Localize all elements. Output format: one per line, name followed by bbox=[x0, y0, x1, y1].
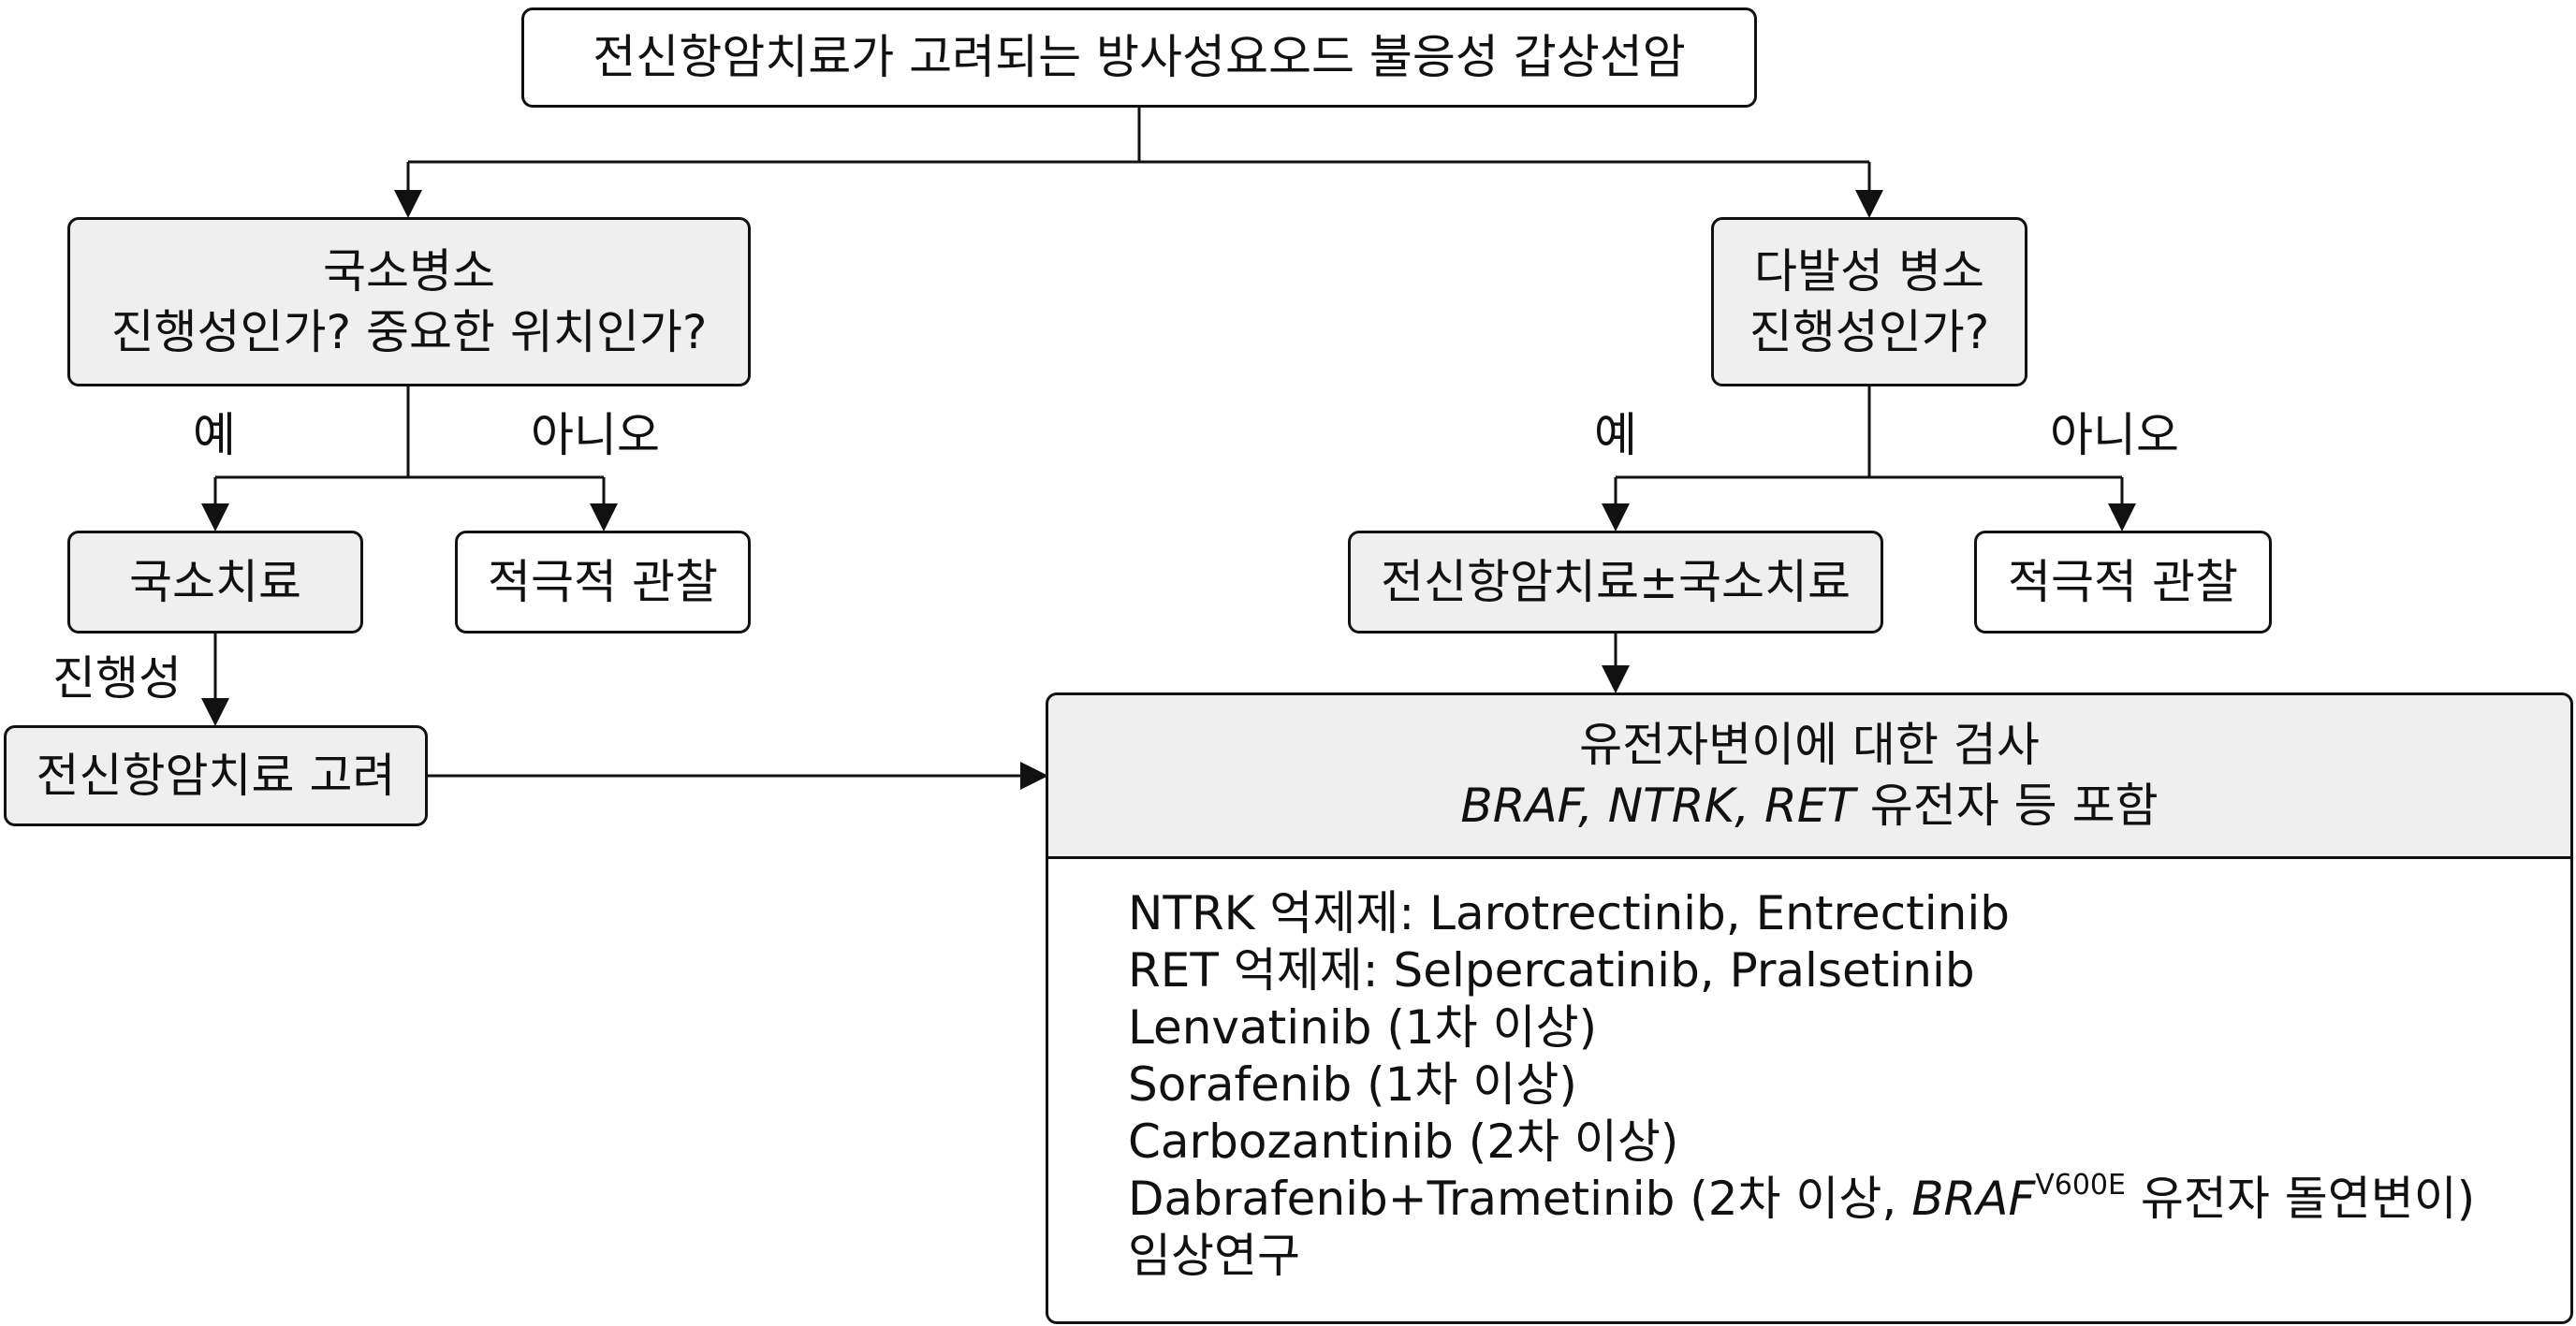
dabrafenib-gene: BRAF bbox=[1911, 1172, 2036, 1226]
root-box: 전신항암치료가 고려되는 방사성요오드 불응성 갑상선암 bbox=[521, 7, 1757, 108]
treatment-carbozantinib: Carbozantinib (2차 이상) bbox=[1128, 1115, 1679, 1169]
local-lesion-line1: 국소병소 bbox=[323, 243, 495, 299]
consider-systemic-label: 전신항암치료 고려 bbox=[36, 748, 396, 803]
genetic-test-box: 유전자변이에 대한 검사 BRAF, NTRK, RET 유전자 등 포함 bbox=[1046, 692, 2573, 859]
left-yes-label: 예 bbox=[193, 408, 236, 462]
right-active-observation-box: 적극적 관찰 bbox=[1974, 531, 2272, 634]
right-yes-label: 예 bbox=[1594, 408, 1637, 462]
genetic-test-line2: BRAF, NTRK, RET 유전자 등 포함 bbox=[1460, 776, 2158, 837]
progressive-label: 진행성 bbox=[52, 651, 182, 706]
treatment-sorafenib: Sorafenib (1차 이상) bbox=[1128, 1057, 1577, 1112]
genetic-test-rest: 유전자 등 포함 bbox=[1854, 779, 2159, 833]
multiple-lesion-line2: 진행성인가? bbox=[1749, 304, 1990, 359]
treatment-ntrk: NTRK 억제제: Larotrectinib, Entrectinib bbox=[1128, 886, 2010, 940]
multiple-lesion-line1: 다발성 병소 bbox=[1754, 243, 1984, 299]
consider-systemic-box: 전신항암치료 고려 bbox=[4, 725, 428, 826]
treatment-ret: RET 억제제: Selpercatinib, Pralsetinib bbox=[1128, 943, 1975, 998]
multiple-lesion-decision-box: 다발성 병소 진행성인가? bbox=[1711, 217, 2027, 386]
treatment-clinical-trial: 임상연구 bbox=[1128, 1229, 1300, 1283]
treatment-list-box: NTRK 억제제: Larotrectinib, Entrectinib RET… bbox=[1046, 856, 2573, 1324]
local-treatment-label: 국소치료 bbox=[129, 554, 301, 609]
root-label: 전신항암치료가 고려되는 방사성요오드 불응성 갑상선암 bbox=[593, 30, 1686, 84]
treatment-lenvatinib: Lenvatinib (1차 이상) bbox=[1128, 1000, 1598, 1055]
dabrafenib-suffix: 유전자 돌연변이) bbox=[2125, 1172, 2476, 1226]
left-active-observation-box: 적극적 관찰 bbox=[455, 531, 751, 634]
right-active-observation-label: 적극적 관찰 bbox=[2008, 554, 2238, 609]
local-lesion-decision-box: 국소병소 진행성인가? 중요한 위치인가? bbox=[67, 217, 751, 386]
systemic-plus-local-label: 전신항암치료±국소치료 bbox=[1381, 554, 1851, 609]
treatment-dabrafenib: Dabrafenib+Trametinib (2차 이상, BRAFV600E … bbox=[1128, 1171, 2570, 1228]
left-active-observation-label: 적극적 관찰 bbox=[488, 554, 718, 609]
genetic-test-line1: 유전자변이에 대한 검사 bbox=[1579, 718, 2040, 772]
dabrafenib-mutation: V600E bbox=[2035, 1169, 2126, 1202]
right-no-label: 아니오 bbox=[2050, 408, 2179, 462]
dabrafenib-prefix: Dabrafenib+Trametinib (2차 이상, bbox=[1128, 1172, 1912, 1226]
local-lesion-line2: 진행성인가? 중요한 위치인가? bbox=[110, 304, 708, 359]
systemic-plus-local-box: 전신항암치료±국소치료 bbox=[1348, 531, 1883, 634]
genetic-test-genes: BRAF, NTRK, RET bbox=[1460, 779, 1855, 833]
left-no-label: 아니오 bbox=[531, 408, 660, 462]
local-treatment-box: 국소치료 bbox=[67, 531, 363, 634]
